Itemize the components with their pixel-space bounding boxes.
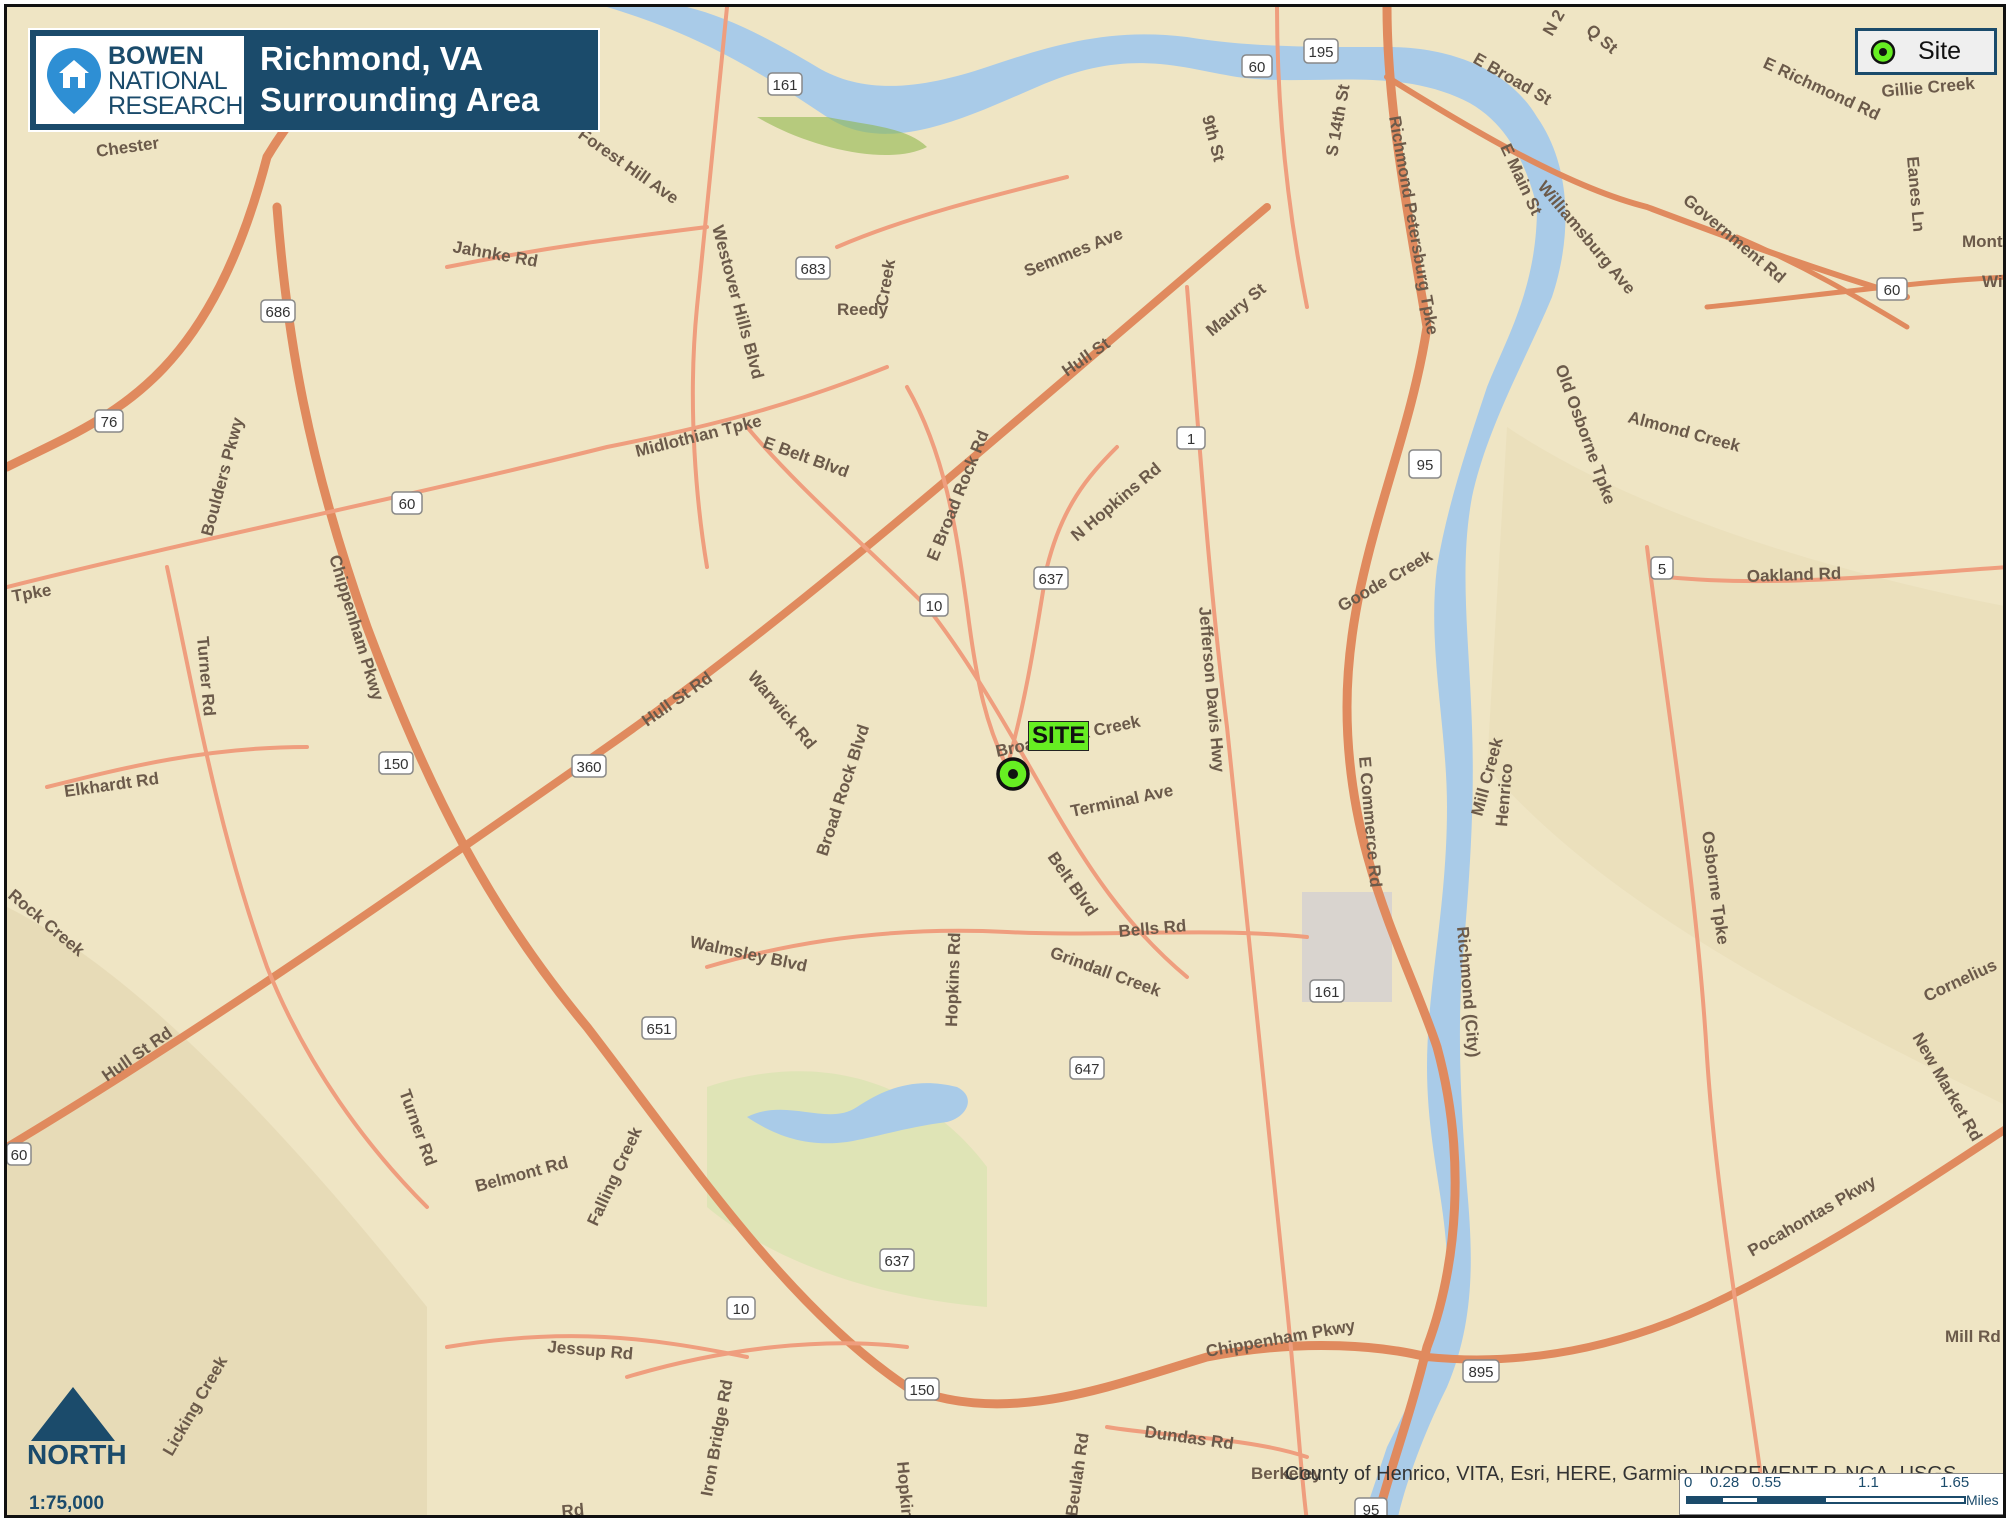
road-label: Dundas Rd: [1143, 1422, 1235, 1453]
house-pin-icon: [47, 48, 101, 114]
north-label: NORTH: [27, 1439, 127, 1470]
route-shields: 161 683 686 76 60 637 10 150 360 1 95 19…: [7, 38, 1908, 1518]
road-label: Mill Rd: [1945, 1327, 2001, 1346]
road-label: Rd: [561, 1500, 585, 1518]
svg-text:150: 150: [383, 756, 408, 773]
road-label: Eanes Ln: [1903, 156, 1929, 233]
road-label: S 14th St: [1322, 82, 1353, 157]
road-label: Berkeley: [1251, 1464, 1322, 1483]
road-label: Hull St: [1058, 334, 1113, 381]
creek-label: Creek: [872, 257, 899, 307]
svg-text:60: 60: [1884, 282, 1901, 299]
road-label: Hull St Rd: [638, 668, 715, 730]
title-line1: Richmond, VA: [260, 40, 484, 77]
logo-line3: RESEARCH: [108, 92, 243, 120]
road-label: Hopkins Rd: [942, 932, 964, 1027]
scale-tick: 1.65: [1940, 1474, 1970, 1491]
road-label: Warwick Rd: [744, 667, 820, 753]
logo-line1: BOWEN: [108, 42, 204, 70]
scale-tick: 0.55: [1752, 1474, 1782, 1491]
creek-label: Reedy: [837, 300, 889, 319]
road-label: Hopkin: [893, 1461, 917, 1518]
creek-label: Goode Creek: [1335, 546, 1437, 616]
road-label: N 2: [1539, 7, 1569, 39]
north-arrow-icon: [31, 1387, 115, 1441]
road-label: Belmont Rd: [473, 1153, 570, 1196]
svg-text:360: 360: [576, 759, 601, 776]
svg-text:10: 10: [733, 1301, 750, 1318]
road-label: Walmsley Blvd: [688, 932, 809, 975]
road-label: Boulders Pkwy: [198, 415, 248, 538]
road-label: Chester: [95, 133, 161, 161]
scale-unit: Miles: [1966, 1492, 1999, 1508]
svg-text:647: 647: [1074, 1061, 1099, 1078]
bowen-logo: BOWEN NATIONAL RESEARCH: [36, 36, 244, 124]
svg-text:60: 60: [1249, 59, 1266, 76]
road-label: Broad Rock Blvd: [813, 722, 873, 858]
road-label: Jahnke Rd: [451, 237, 539, 271]
svg-text:76: 76: [101, 414, 118, 431]
road-label: Westover Hills Blvd: [708, 223, 767, 381]
map-title: Richmond, VA Surrounding Area: [260, 38, 539, 120]
svg-text:195: 195: [1308, 44, 1333, 61]
creek-label: Almond Creek: [1626, 408, 1743, 456]
site-label: SITE: [1028, 721, 1090, 751]
svg-text:686: 686: [265, 304, 290, 321]
svg-text:60: 60: [399, 496, 416, 513]
road-label: Forest Hill Ave: [575, 125, 682, 208]
svg-text:895: 895: [1468, 1364, 1493, 1381]
svg-text:5: 5: [1658, 561, 1666, 578]
scale-tick: 0: [1684, 1474, 1693, 1491]
road-label: Chippenham Pkwy: [1204, 1316, 1357, 1361]
scale-bar: 0 0.28 0.55 1.1 1.65 Miles: [1679, 1473, 2003, 1515]
road-label: Gillie Creek: [1881, 74, 1976, 101]
svg-text:161: 161: [772, 77, 797, 94]
road-label: Wi: [1982, 272, 2003, 291]
map-title-box: BOWEN NATIONAL RESEARCH Richmond, VA Sur…: [28, 28, 600, 132]
road-label: N Hopkins Rd: [1067, 459, 1165, 545]
svg-text:651: 651: [646, 1021, 671, 1038]
svg-text:150: 150: [909, 1382, 934, 1399]
svg-text:637: 637: [884, 1253, 909, 1270]
svg-text:95: 95: [1363, 1502, 1380, 1518]
svg-text:1: 1: [1187, 431, 1195, 448]
svg-text:683: 683: [800, 261, 825, 278]
creek-label: Falling Creek: [583, 1123, 646, 1228]
svg-text:637: 637: [1038, 571, 1063, 588]
svg-text:95: 95: [1417, 457, 1434, 474]
road-label: Oakland Rd: [1746, 564, 1841, 586]
road-label: Maury St: [1202, 279, 1269, 340]
legend-label: Site: [1918, 37, 1962, 65]
creek-label: Grindall Creek: [1048, 943, 1164, 1001]
svg-text:60: 60: [11, 1147, 28, 1164]
svg-text:10: 10: [926, 598, 943, 615]
site-marker-icon[interactable]: [995, 756, 1031, 792]
road-label: Turner Rd: [395, 1087, 440, 1169]
road-label: Belt Blvd: [1044, 848, 1102, 919]
scale-tick: 0.28: [1710, 1474, 1740, 1491]
road-label: Government Rd: [1679, 191, 1789, 288]
logo-line2: NATIONAL: [108, 67, 228, 95]
basemap: Hull St Hull St Rd Hull St Rd Chippenham…: [7, 7, 2003, 1518]
road-label: Iron Bridge Rd: [697, 1378, 736, 1498]
scale-tick: 1.1: [1858, 1474, 1879, 1491]
title-line2: Surrounding Area: [260, 81, 540, 118]
road-label: Richmond Petersburg Tpke: [1385, 114, 1442, 336]
road-label: Semmes Ave: [1021, 224, 1125, 281]
road-label: Jessup Rd: [547, 1337, 634, 1363]
road-label: Terminal Ave: [1069, 781, 1175, 821]
road-label: Mont: [1962, 232, 2003, 251]
svg-text:161: 161: [1314, 984, 1339, 1001]
scale-ratio: 1:75,000: [29, 1493, 105, 1514]
site-dot-icon: [1870, 39, 1896, 65]
road-label: Elkhardt Rd: [63, 769, 160, 801]
road-label: Chippenham Pkwy: [325, 553, 388, 704]
road-label: 9th St: [1198, 113, 1229, 164]
map-canvas[interactable]: Hull St Hull St Rd Hull St Rd Chippenham…: [4, 4, 2006, 1518]
road-label: Q St: [1582, 21, 1621, 58]
scale-bar-graphic: [1686, 1496, 1966, 1504]
road-label: Beulah Rd: [1062, 1432, 1093, 1518]
map-legend: Site: [1855, 28, 1997, 75]
